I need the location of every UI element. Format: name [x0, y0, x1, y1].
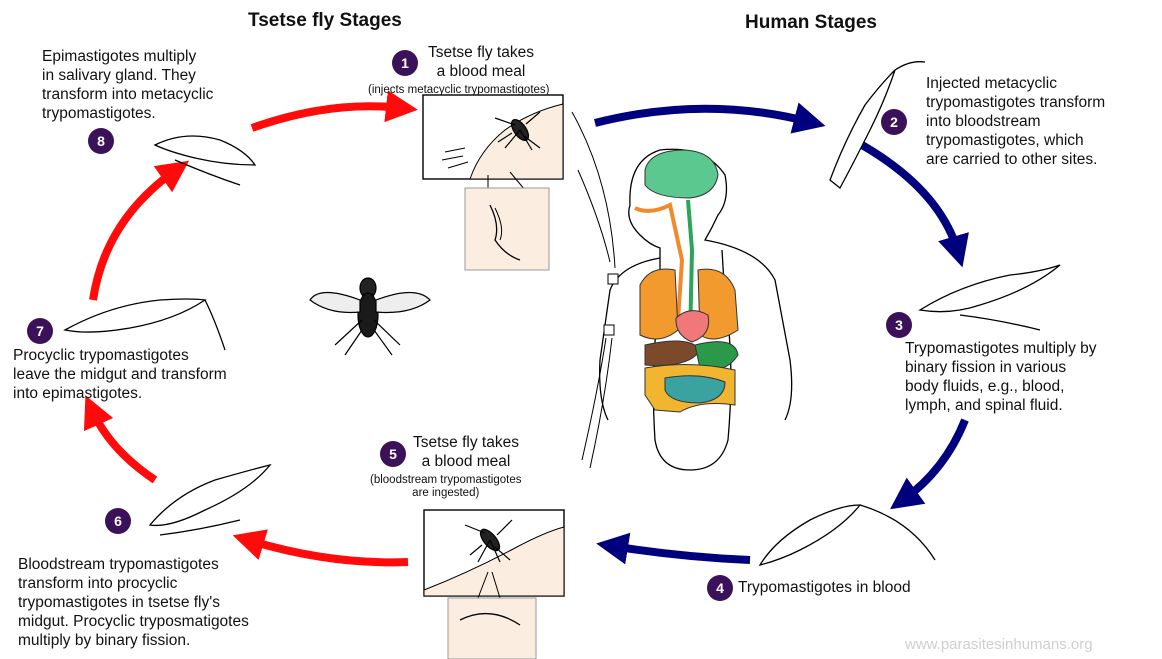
stage-3-text: Trypomastigotes multiply by binary fissi…	[905, 339, 1097, 415]
arrow-5-to-6	[248, 540, 408, 562]
stage-8-badge: 8	[88, 128, 114, 154]
stage-5-text: Tsetse fly takes a blood meal	[413, 433, 519, 471]
tsetse-stages-header: Tsetse fly Stages	[248, 10, 402, 32]
stage-2-text: Injected metacyclic trypomastigotes tran…	[926, 74, 1105, 169]
stage-6-parasite	[150, 465, 270, 525]
stage-2-badge: 2	[881, 109, 907, 135]
stage-3-badge: 3	[886, 312, 912, 338]
arrow-8-to-1	[252, 106, 402, 128]
stage-3-parasite	[920, 265, 1060, 312]
stage-5-badge: 5	[380, 441, 406, 467]
stage-4-text: Trypomastigotes in blood	[738, 578, 911, 597]
stage-1-text: Tsetse fly takes a blood meal	[428, 43, 534, 81]
tsetse-cycle-arrows	[92, 106, 408, 562]
arrow-7-to-8	[93, 170, 176, 300]
stage-7-badge: 7	[27, 318, 53, 344]
stage-1-inset	[423, 95, 615, 270]
stage-7-text: Procyclic trypomastigotes leave the midg…	[13, 346, 227, 403]
liver	[645, 341, 700, 365]
arrow-3-to-4	[903, 420, 965, 500]
stage-1-note: (injects metacyclic trypomastigotes)	[368, 84, 550, 97]
arrow-4-to-5	[612, 546, 750, 560]
stage-4-badge: 4	[707, 575, 733, 601]
tsetse-fly-icon	[310, 278, 430, 355]
stage-1-badge: 1	[392, 50, 418, 76]
arrow-6-to-7	[92, 410, 155, 480]
stage-4-parasite	[760, 505, 860, 565]
stage-6-text: Bloodstream trypomastigotes transform in…	[18, 555, 249, 650]
stage-6-badge: 6	[105, 508, 131, 534]
brain	[645, 150, 718, 198]
stage-7-parasite	[65, 299, 205, 332]
human-body	[600, 149, 792, 470]
stage-8-parasite	[155, 136, 255, 165]
stage-8-text: Epimastigotes multiply in salivary gland…	[42, 47, 213, 123]
arrow-1-to-2	[595, 109, 810, 123]
human-stages-header: Human Stages	[745, 12, 877, 34]
watermark: www.parasitesinhumans.org	[905, 636, 1093, 653]
stage-5-note: (bloodstream trypomastigotes are ingeste…	[370, 474, 521, 500]
